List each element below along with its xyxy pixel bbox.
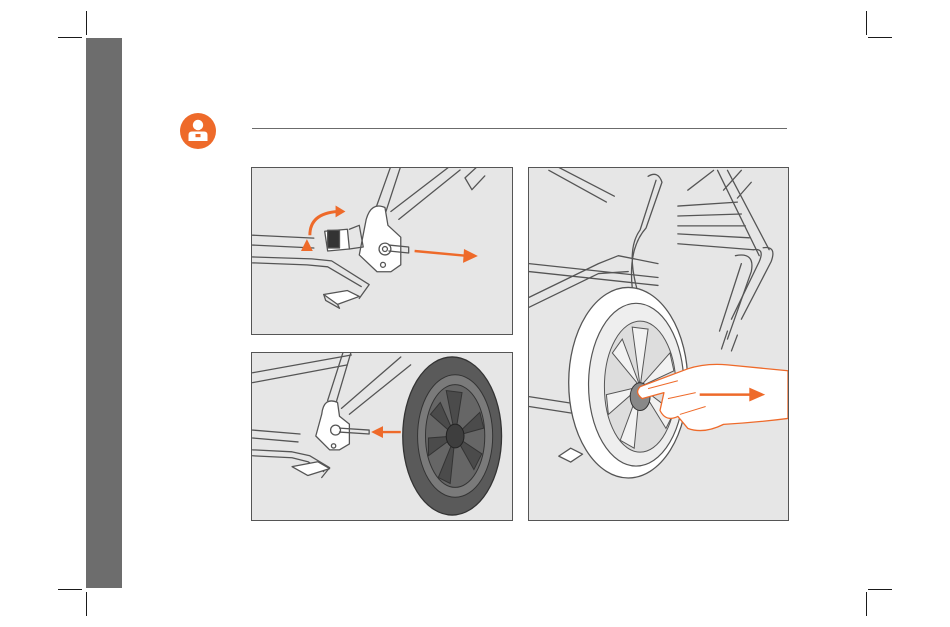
crop-mark	[86, 592, 87, 616]
crop-mark	[868, 589, 892, 590]
crop-mark	[866, 592, 867, 616]
illustration-pull-wheel-off	[528, 167, 789, 521]
illustration-insert-axle-into-wheel	[251, 352, 513, 521]
crop-mark	[868, 37, 892, 38]
crop-mark	[58, 37, 82, 38]
page-sidebar-bar	[86, 38, 122, 588]
crop-mark	[866, 11, 867, 35]
header-rule	[252, 128, 787, 129]
illustration-rotate-lock-remove-axle	[251, 167, 513, 335]
crop-mark	[58, 589, 82, 590]
person-badge-icon	[180, 113, 216, 149]
crop-mark	[86, 11, 87, 35]
